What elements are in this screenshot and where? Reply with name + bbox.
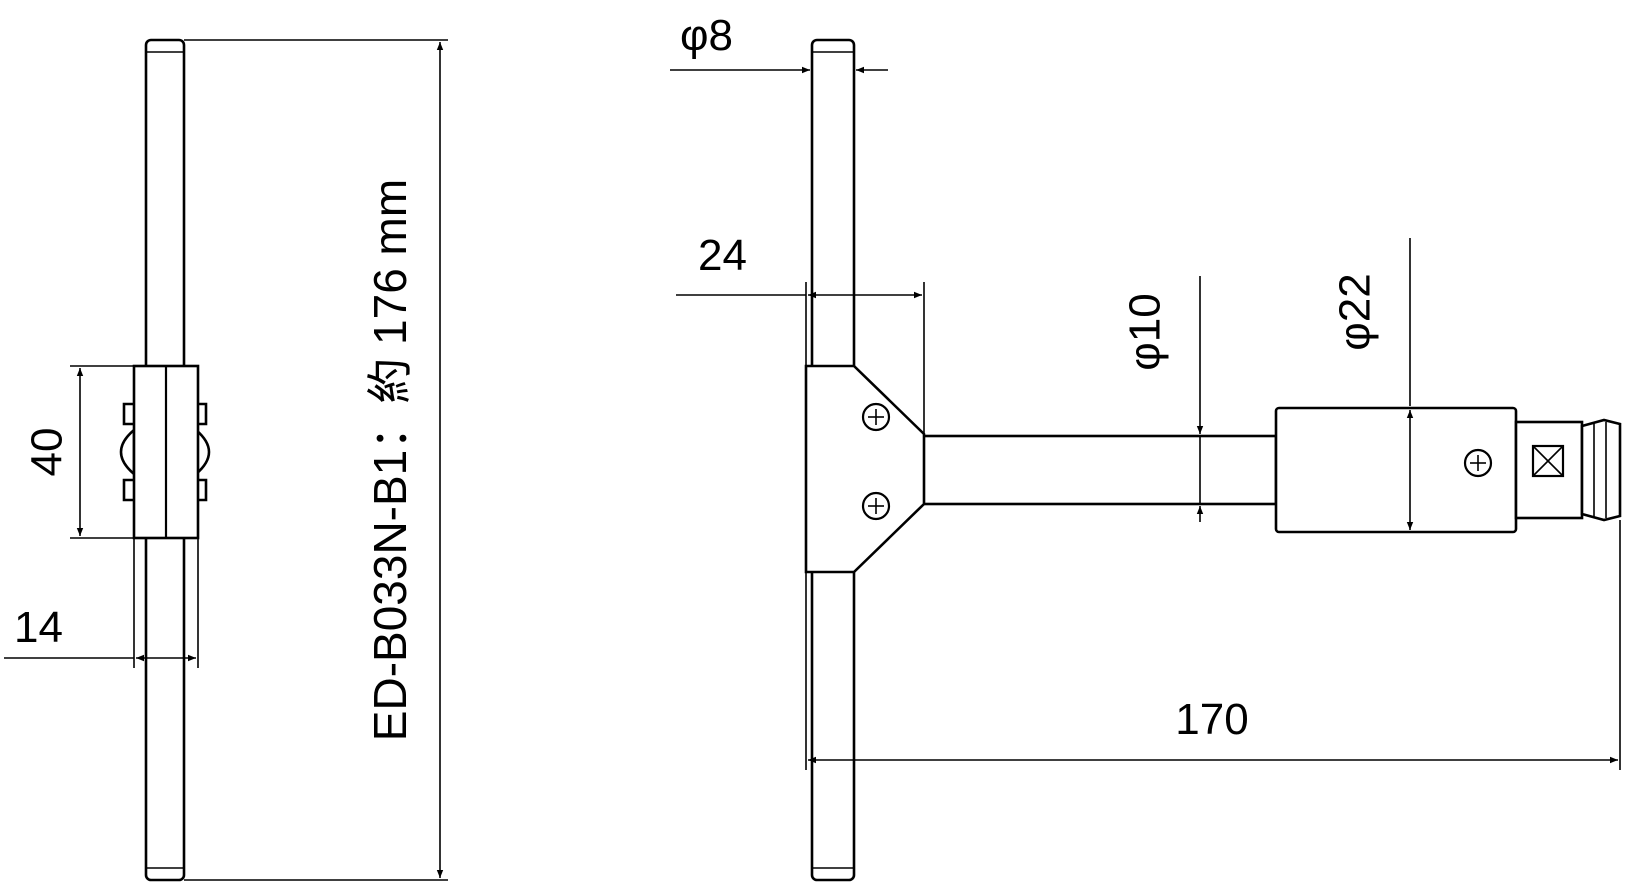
nut-flat-icon — [1531, 444, 1565, 478]
dim-overall-element: ED-B033N-B1：約 176 mm — [184, 39, 448, 881]
model-label: ED-B033N-B1：約 176 mm — [364, 179, 416, 741]
dim-element-diameter: φ8 — [670, 11, 888, 74]
side-view: 40 14 ED-B033N-B1：約 176 mm — [4, 38, 448, 882]
hub-screw-top — [861, 402, 891, 432]
dim-overall-length: 170 — [805, 520, 1621, 770]
hub-screw-bottom — [861, 491, 891, 521]
dim-connector-diameter-label: φ22 — [1331, 273, 1380, 350]
dim-cable-diameter: φ10 — [1121, 276, 1204, 522]
connector-screw — [1463, 448, 1493, 478]
connector-thread — [1580, 418, 1622, 522]
dim-width-label: 14 — [14, 603, 63, 652]
dim-height: 40 — [23, 365, 134, 539]
dim-connector-diameter: φ22 — [1331, 238, 1414, 530]
front-connector-body — [1274, 406, 1518, 534]
dim-element-diameter-label: φ8 — [680, 11, 733, 60]
dim-overall-length-label: 170 — [1175, 695, 1248, 744]
connector-nut — [1514, 420, 1584, 520]
dim-height-label: 40 — [23, 428, 72, 477]
side-knob — [119, 427, 136, 477]
dim-hub-width: 24 — [676, 231, 925, 434]
dim-cable-diameter-label: φ10 — [1121, 293, 1170, 370]
dim-hub-width-label: 24 — [698, 231, 747, 280]
front-view: φ8 24 φ10 φ22 170 — [670, 11, 1622, 882]
dim-width: 14 — [4, 538, 199, 668]
front-hub — [804, 364, 926, 574]
front-cable — [918, 434, 1278, 506]
